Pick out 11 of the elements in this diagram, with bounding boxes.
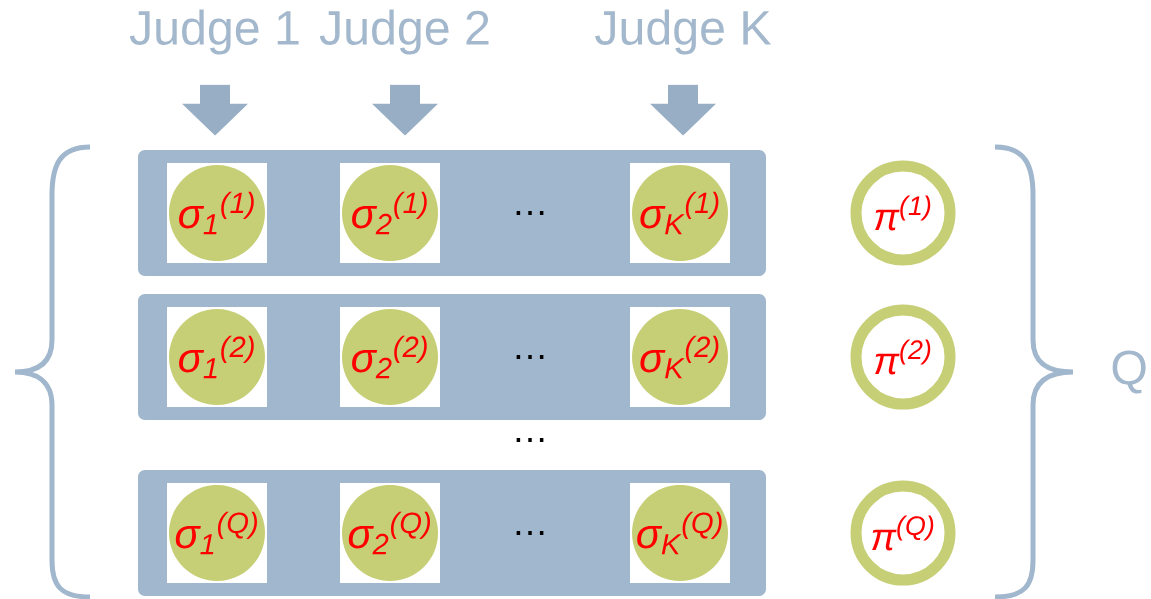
judge-label: Judge 2	[319, 9, 489, 55]
ellipsis: …	[516, 355, 544, 359]
pi-ring: π$^{(2)}$	[850, 304, 956, 410]
pi-ring: π$^{(1)}$	[850, 160, 956, 266]
judge-label: Judge K	[595, 9, 772, 55]
pi-ring: π$^{(Q)}$	[850, 480, 956, 586]
brace-label: Q	[1112, 350, 1146, 394]
ellipsis: …	[516, 438, 544, 442]
ellipsis: …	[516, 211, 544, 215]
ellipsis: …	[516, 531, 544, 535]
judge-label: Judge 1	[129, 9, 299, 55]
